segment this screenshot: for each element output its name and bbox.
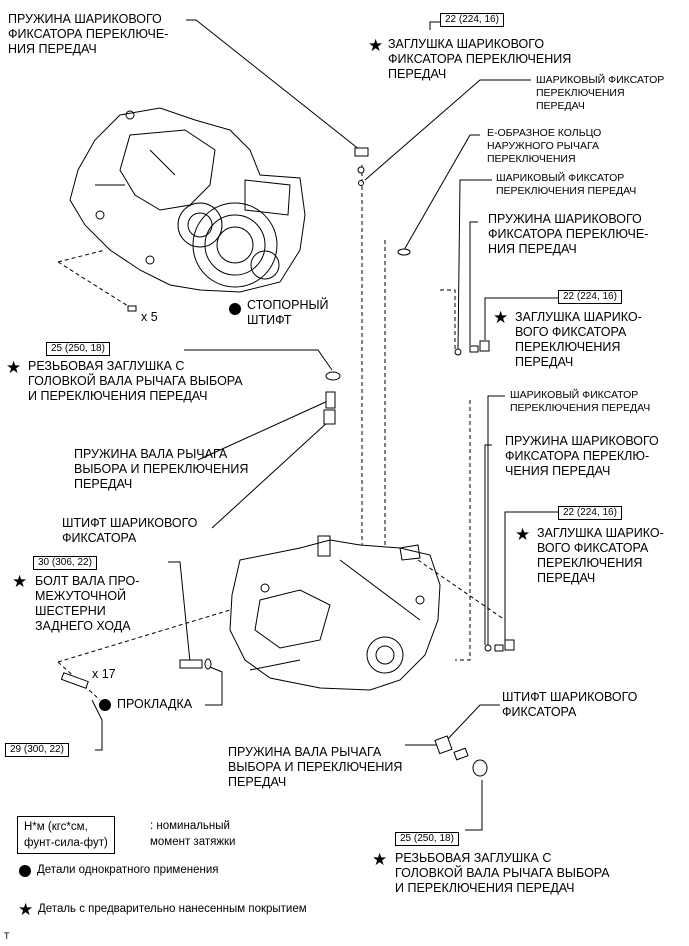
torque-threaded-plug-left: 25 (250, 18) [46,342,110,356]
legend-star-text: Деталь с предварительно нанесенным покры… [38,903,307,915]
transaxle-case-upper [69,107,306,293]
star-icon: ★ [12,572,28,591]
torque-idler-bolt: 30 (306, 22) [33,556,97,570]
label-gasket: ПРОКЛАДКА [117,697,193,711]
legend-dot-text: Детали однократного применения [37,864,219,876]
star-icon: ★ [6,358,22,377]
torque-plug-right-1: 22 (224, 16) [558,290,622,304]
torque-plug-right-2: 22 (224, 16) [558,506,622,520]
single-use-dot-icon [19,865,31,877]
transaxle-case-lower [229,535,441,691]
legend-unit-box: Н*м (кгс*см,фунт-сила-фут) [17,816,115,854]
corner-mark: T [4,931,10,941]
single-use-dot-icon [229,303,241,315]
single-use-dot-icon [99,699,111,711]
torque-threaded-plug-right: 25 (250, 18) [395,832,459,846]
qty-bolts: x 17 [92,667,116,681]
star-icon: ★ [368,36,384,55]
star-icon: ★ [515,525,531,544]
star-icon: ★ [18,900,34,919]
torque-plug-top: 22 (224, 16) [440,13,504,27]
star-icon: ★ [493,308,509,327]
qty-pins: x 5 [141,310,158,324]
torque-housing-bolt: 29 (300, 22) [5,743,69,757]
star-icon: ★ [372,850,388,869]
